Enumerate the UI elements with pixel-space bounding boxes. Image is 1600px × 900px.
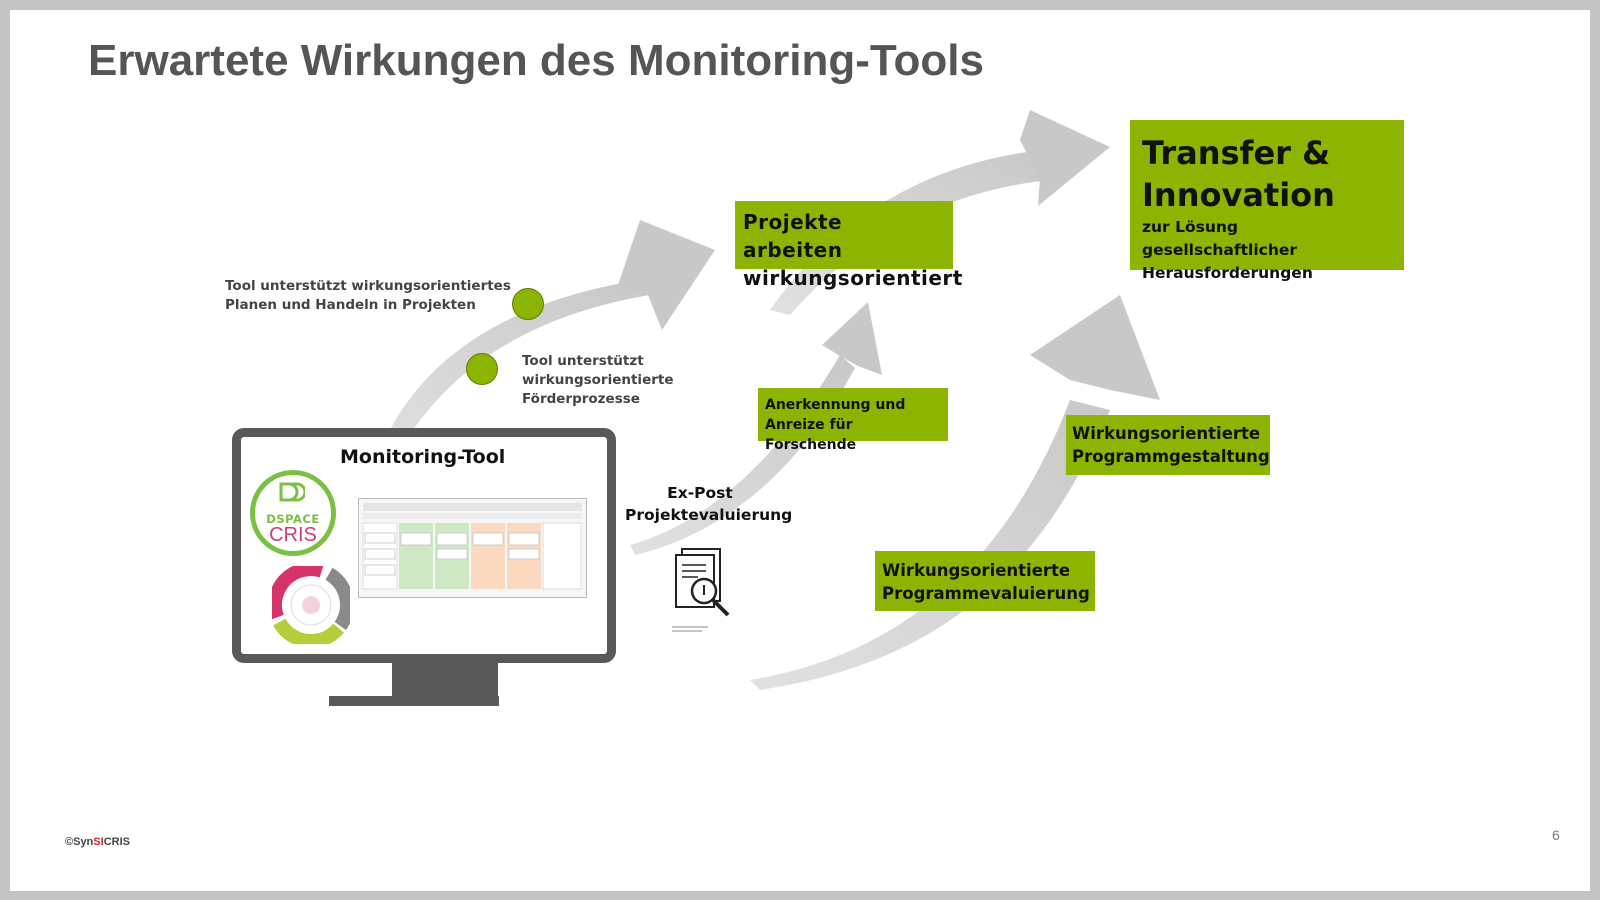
projects-line-1: Projekte arbeiten (743, 210, 843, 262)
funding-line-1: Tool unterstützt (522, 353, 644, 369)
recognition-line-1: Anerkennung und (765, 397, 906, 413)
recognition-line-2: Anreize für Forschende (765, 417, 857, 453)
monitor-base (329, 696, 499, 706)
transfer-sub-line-1: zur Lösung gesellschaftlicher (1142, 218, 1298, 259)
footer-highlight: SI (93, 836, 104, 848)
impact-wheel-icon (272, 566, 350, 644)
arrow-expost-to-projects (630, 302, 882, 555)
planning-label: Tool unterstützt wirkungsorientiertes Pl… (225, 277, 511, 315)
monitor-title: Monitoring-Tool (340, 446, 506, 468)
arrow-to-transfer (770, 110, 1110, 315)
planning-marker-dot (512, 288, 544, 320)
planning-line-1: Tool unterstützt wirkungsorientiertes (225, 278, 511, 294)
planning-line-2: Planen und Handeln in Projekten (225, 297, 476, 313)
program-design-line-1: Wirkungsorientierte (1072, 424, 1261, 443)
dspace-cris-logo: DSPACE CRIS (250, 470, 336, 556)
program-evaluation-box: Wirkungsorientierte Programmevaluierung (875, 551, 1095, 611)
page-number: 6 (1552, 827, 1560, 843)
footer-prefix: ©Syn (65, 836, 94, 848)
document-magnifier-icon (672, 548, 730, 632)
projects-line-2: wirkungsorientiert (743, 266, 963, 290)
funding-line-2: wirkungsorientierte (522, 372, 674, 388)
tool-screenshot-thumbnail (358, 498, 587, 598)
slide-title: Erwartete Wirkungen des Monitoring-Tools (88, 36, 984, 85)
copyright-footer: ©SynSICRIS (65, 836, 130, 848)
monitor-stand (392, 662, 498, 698)
funding-line-3: Förderprozesse (522, 391, 640, 407)
transfer-innovation-box: Transfer & Innovation zur Lösung gesells… (1130, 120, 1404, 282)
dspace-logo-text: DSPACE (266, 512, 320, 526)
ex-post-line-2: Projektevaluierung (625, 506, 793, 524)
funding-label: Tool unterstützt wirkungsorientierte För… (522, 352, 674, 409)
transfer-heading-line-1: Transfer & (1142, 134, 1330, 172)
footer-suffix: CRIS (103, 836, 130, 848)
projects-impact-box: Projekte arbeiten wirkungsorientiert (735, 201, 962, 290)
ex-post-evaluation-label: Ex-Post Projektevaluierung (625, 482, 793, 526)
slide: Erwartete Wirkungen des Monitoring-Tools (10, 10, 1590, 891)
ex-post-line-1: Ex-Post (667, 484, 733, 502)
arrow-to-projects (375, 220, 715, 468)
transfer-heading-line-2: Innovation (1142, 176, 1335, 214)
program-evaluation-line-1: Wirkungsorientierte (882, 561, 1071, 580)
cris-logo-text: CRIS (269, 524, 317, 546)
arrow-bottom-to-transfer (750, 295, 1160, 690)
recognition-box: Anerkennung und Anreize für Forschende (758, 388, 948, 453)
transfer-sub-line-2: Herausforderungen (1142, 264, 1313, 282)
program-evaluation-line-2: Programmevaluierung (882, 584, 1090, 603)
dspace-mark-icon (279, 482, 305, 502)
program-design-box: Wirkungsorientierte Programmgestaltung (1066, 415, 1270, 475)
funding-marker-dot (466, 353, 498, 385)
program-design-line-2: Programmgestaltung (1072, 447, 1270, 466)
